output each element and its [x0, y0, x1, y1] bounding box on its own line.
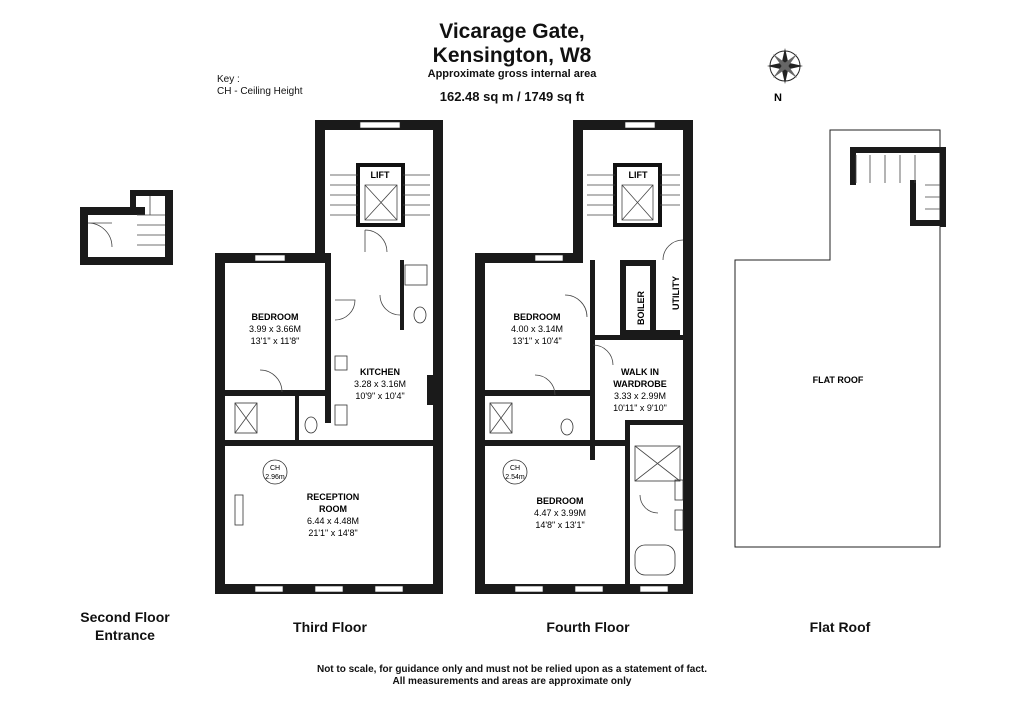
third-floor-label: Third Floor — [293, 619, 367, 635]
disclaimer-line-1: Not to scale, for guidance only and must… — [316, 664, 708, 675]
compass-icon: N — [767, 48, 803, 104]
reception-name-2: ROOM — [319, 504, 347, 514]
fourth-lift-label: LIFT — [629, 170, 648, 180]
area-subtitle: Approximate gross internal area — [427, 68, 597, 80]
boiler-label: BOILER — [636, 290, 646, 325]
second-floor-entrance-plan — [80, 190, 173, 265]
utility-label: UTILITY — [671, 276, 681, 310]
reception-metric: 6.44 x 4.48M — [307, 516, 359, 526]
gross-area: 162.48 sq m / 1749 sq ft — [439, 89, 585, 104]
disclaimer-line-2: All measurements and areas are approxima… — [392, 676, 632, 687]
fourth-bedroom2-metric: 4.47 x 3.99M — [534, 508, 586, 518]
third-bedroom-name: BEDROOM — [252, 312, 299, 322]
third-lift-label: LIFT — [371, 170, 390, 180]
key-title: Key : — [217, 74, 240, 85]
fourth-bedroom1-imperial: 13'1" x 10'4" — [512, 336, 561, 346]
wardrobe-metric: 3.33 x 2.99M — [614, 391, 666, 401]
second-floor-label-2: Entrance — [95, 627, 155, 643]
third-ch-value: 2.96m — [265, 474, 285, 481]
fourth-ch-label: CH — [510, 465, 520, 472]
second-floor-label-1: Second Floor — [80, 609, 170, 625]
third-ch-label: CH — [270, 465, 280, 472]
flat-roof-plan: FLAT ROOF — [734, 129, 946, 548]
flat-roof-floor-label: Flat Roof — [809, 619, 871, 635]
wardrobe-name-2: WARDROBE — [613, 379, 667, 389]
fourth-ch-value: 2.54m — [505, 474, 525, 481]
fourth-floor-plan: CH 2.54m LIFT BOILER UTILITY BEDROOM 4.0… — [475, 120, 693, 594]
third-bedroom-metric: 3.99 x 3.66M — [249, 324, 301, 334]
reception-imperial: 21'1" x 14'8" — [308, 528, 357, 538]
fourth-bedroom1-name: BEDROOM — [514, 312, 561, 322]
title-line-2: Kensington, W8 — [432, 44, 592, 67]
wardrobe-name-1: WALK IN — [621, 367, 659, 377]
fourth-bedroom2-imperial: 14'8" x 13'1" — [535, 520, 584, 530]
fourth-floor-label: Fourth Floor — [546, 619, 630, 635]
key-item: CH - Ceiling Height — [217, 86, 303, 97]
third-bedroom-imperial: 13'1" x 11'8" — [251, 336, 300, 346]
reception-name-1: RECEPTION — [307, 492, 360, 502]
wardrobe-imperial: 10'11" x 9'10" — [613, 403, 667, 413]
fourth-bedroom2-name: BEDROOM — [537, 496, 584, 506]
flat-roof-label: FLAT ROOF — [813, 375, 864, 385]
kitchen-name: KITCHEN — [360, 367, 400, 377]
fourth-bedroom1-metric: 4.00 x 3.14M — [511, 324, 563, 334]
compass-north-label: N — [774, 92, 782, 104]
title-line-1: Vicarage Gate, — [439, 20, 585, 43]
kitchen-imperial: 10'9" x 10'4" — [355, 391, 404, 401]
kitchen-metric: 3.28 x 3.16M — [354, 379, 406, 389]
third-floor-plan: CH 2.96m LIFT BEDROOM 3.99 x 3.66M 13'1"… — [215, 120, 443, 594]
